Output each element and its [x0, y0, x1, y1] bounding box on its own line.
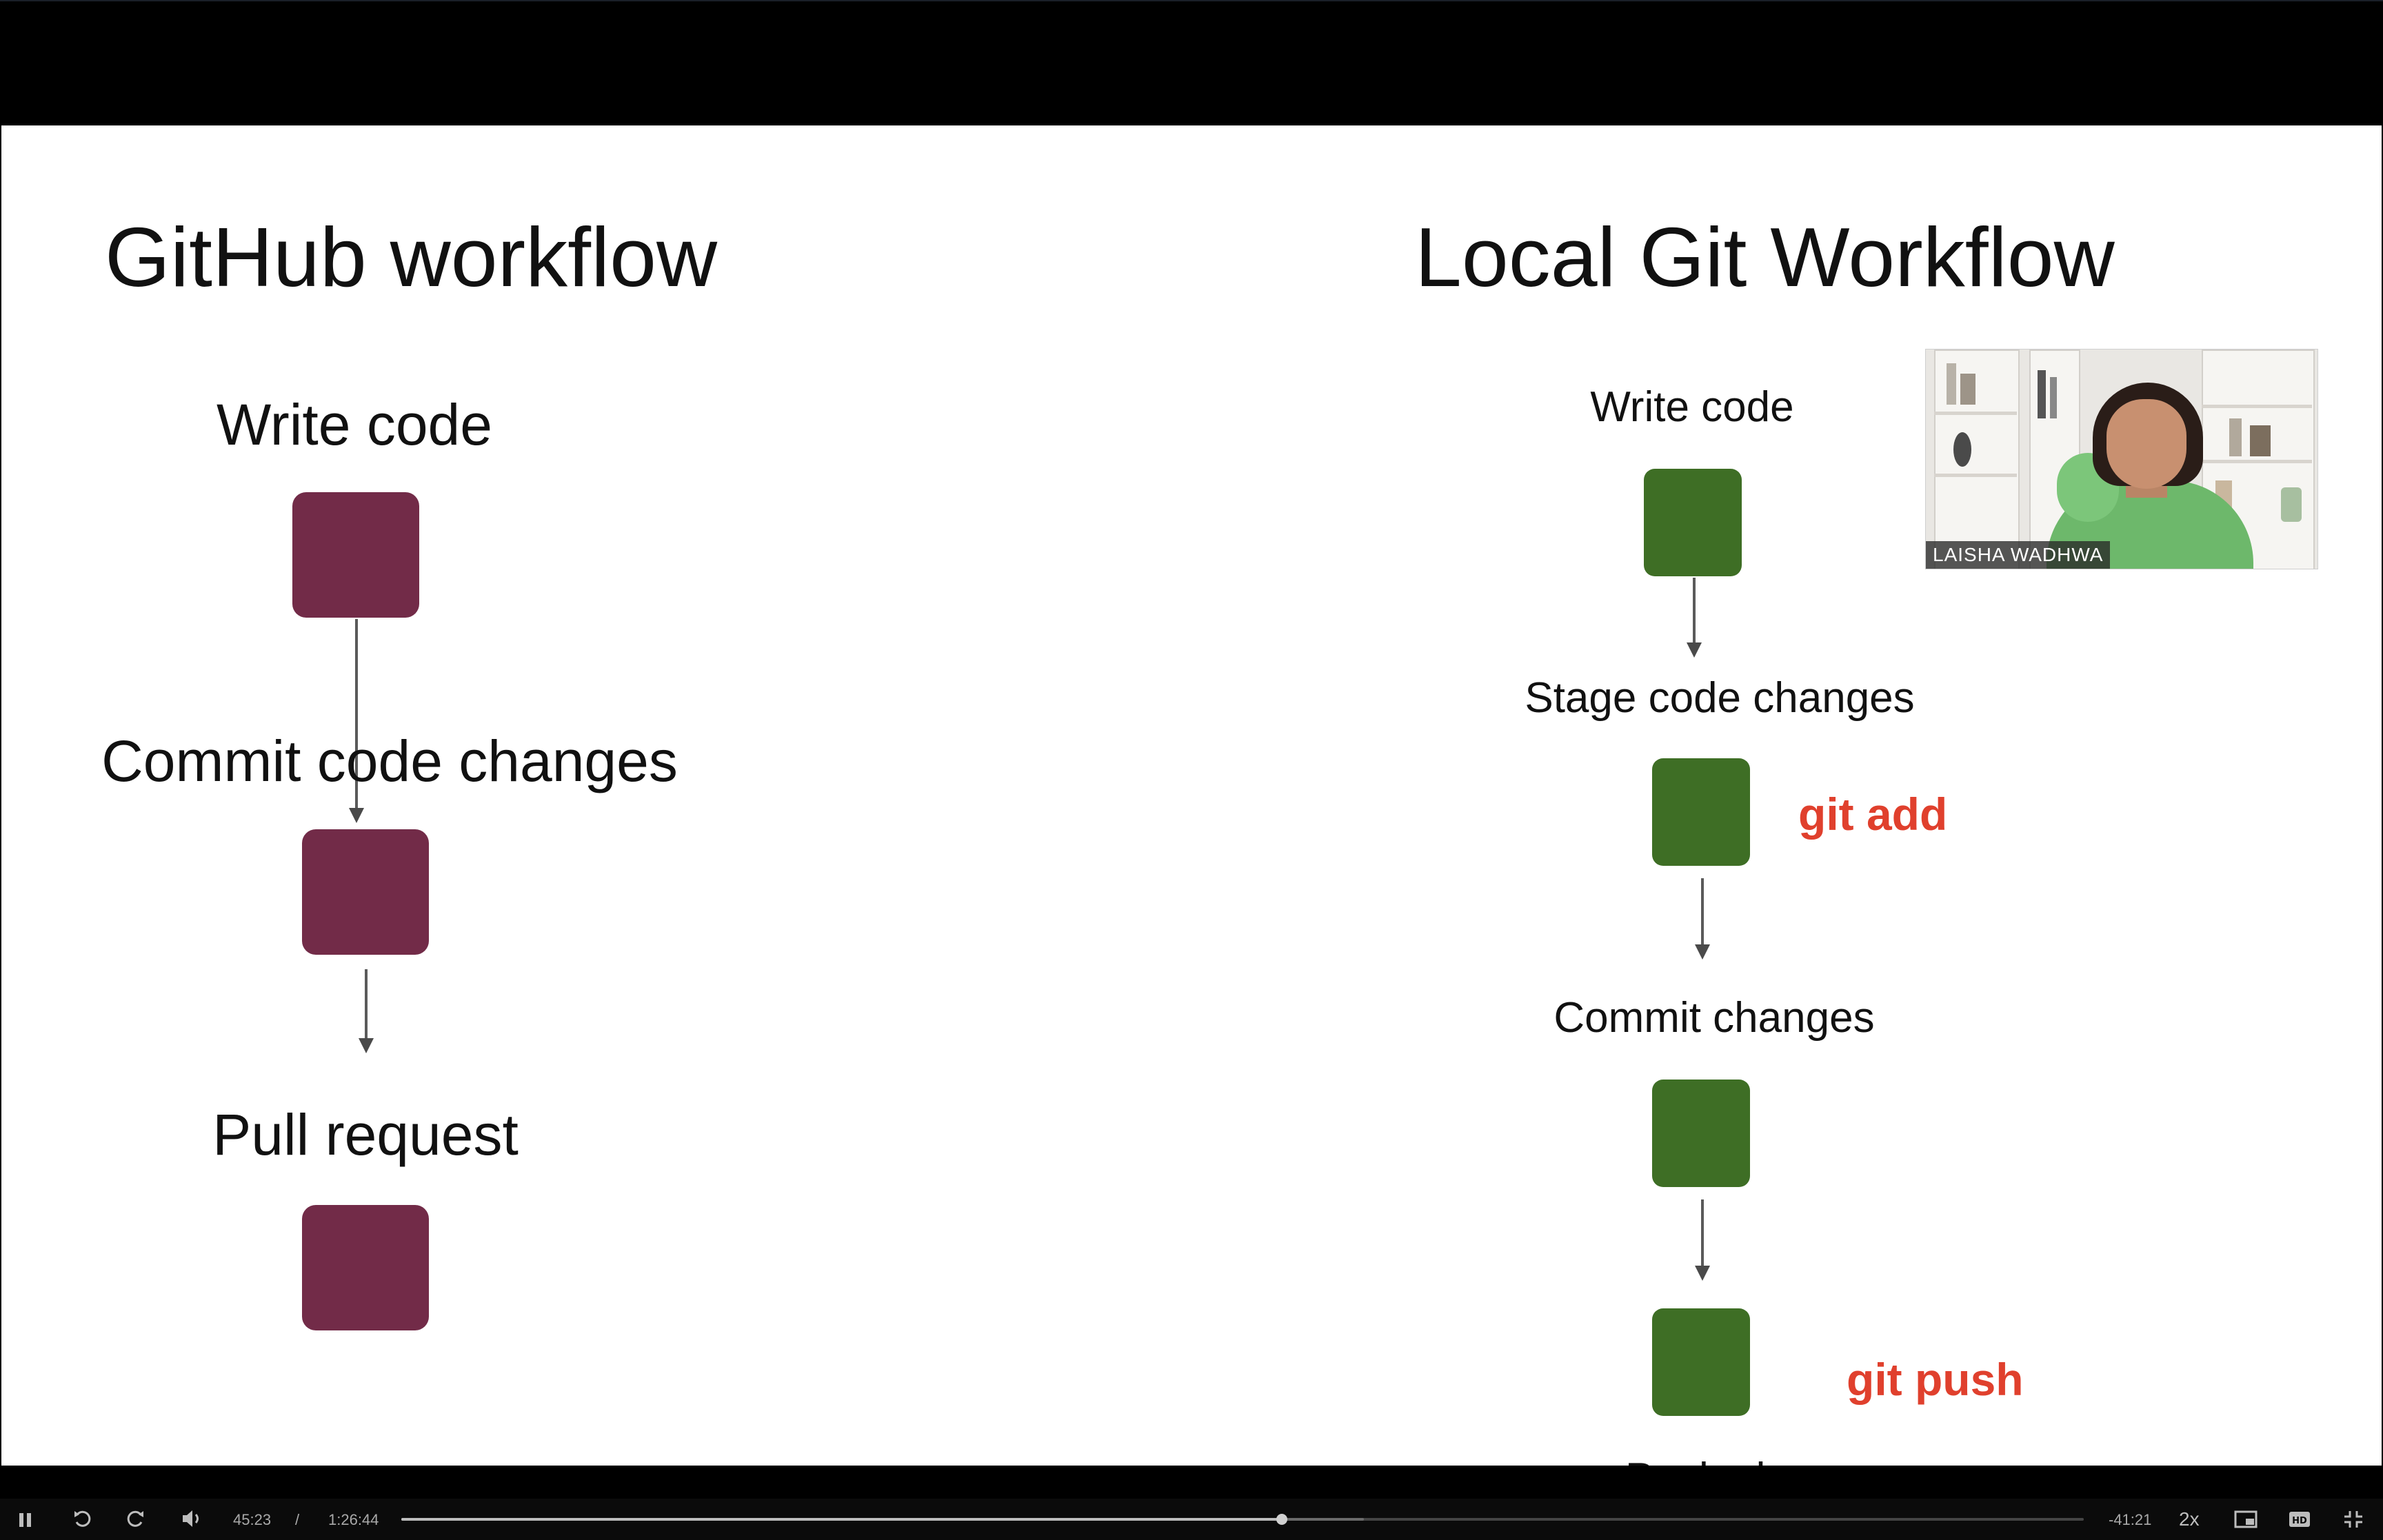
- left-step-label-2: Commit code changes: [101, 729, 678, 793]
- cut-off-step-label: Push changes: [1625, 1457, 1896, 1466]
- left-step-box-2: [302, 829, 429, 955]
- progress-played: [401, 1518, 1283, 1521]
- progress-thumb[interactable]: [1276, 1514, 1288, 1525]
- left-step-label-3: Pull request: [212, 1102, 519, 1167]
- right-step-box-4: [1652, 1308, 1750, 1416]
- git-add-command: git add: [1798, 789, 1948, 840]
- left-step-box-1: [292, 492, 419, 618]
- duration: 1:26:44: [328, 1511, 379, 1528]
- hd-icon[interactable]: HD: [2288, 1510, 2311, 1533]
- forward-icon[interactable]: [125, 1508, 146, 1533]
- left-title: GitHub workflow: [105, 210, 718, 304]
- time-separator: /: [295, 1511, 300, 1528]
- right-step-box-3: [1652, 1080, 1750, 1187]
- video-top-bar: [0, 0, 2383, 127]
- right-step-box-1: [1644, 469, 1742, 576]
- right-arrow-2: [1701, 878, 1704, 946]
- right-arrow-3: [1701, 1199, 1704, 1267]
- pause-icon[interactable]: [18, 1510, 33, 1533]
- svg-text:HD: HD: [2292, 1516, 2307, 1526]
- left-step-box-3: [302, 1205, 429, 1330]
- right-title: Local Git Workflow: [1415, 210, 2115, 304]
- speed-button[interactable]: 2x: [2179, 1508, 2200, 1530]
- current-time: 45:23: [233, 1511, 272, 1528]
- webcam-overlay[interactable]: LAISHA WADHWA: [1925, 349, 2318, 569]
- rewind-icon[interactable]: [72, 1508, 92, 1533]
- remaining-time: -41:21: [2109, 1511, 2152, 1528]
- right-step-label-3: Commit changes: [1554, 994, 1875, 1042]
- webcam-name-tag: LAISHA WADHWA: [1926, 541, 2111, 569]
- pip-icon[interactable]: [2234, 1510, 2258, 1533]
- slide: GitHub workflow Write code Commit code c…: [1, 125, 2382, 1466]
- right-step-box-2: [1652, 758, 1750, 866]
- right-arrow-1: [1693, 578, 1696, 644]
- left-arrow-2: [365, 969, 368, 1040]
- right-step-label-2: Stage code changes: [1525, 674, 1915, 722]
- volume-icon[interactable]: [181, 1508, 204, 1533]
- person-face: [2107, 399, 2186, 489]
- left-step-label-1: Write code: [217, 392, 492, 457]
- left-arrow-1: [355, 619, 358, 809]
- progress-bar[interactable]: [401, 1514, 2084, 1525]
- right-step-label-1: Write code: [1590, 383, 1794, 431]
- git-push-command: git push: [1847, 1354, 2024, 1405]
- player-controls: [0, 1466, 2383, 1540]
- fullscreen-exit-icon[interactable]: [2343, 1510, 2364, 1533]
